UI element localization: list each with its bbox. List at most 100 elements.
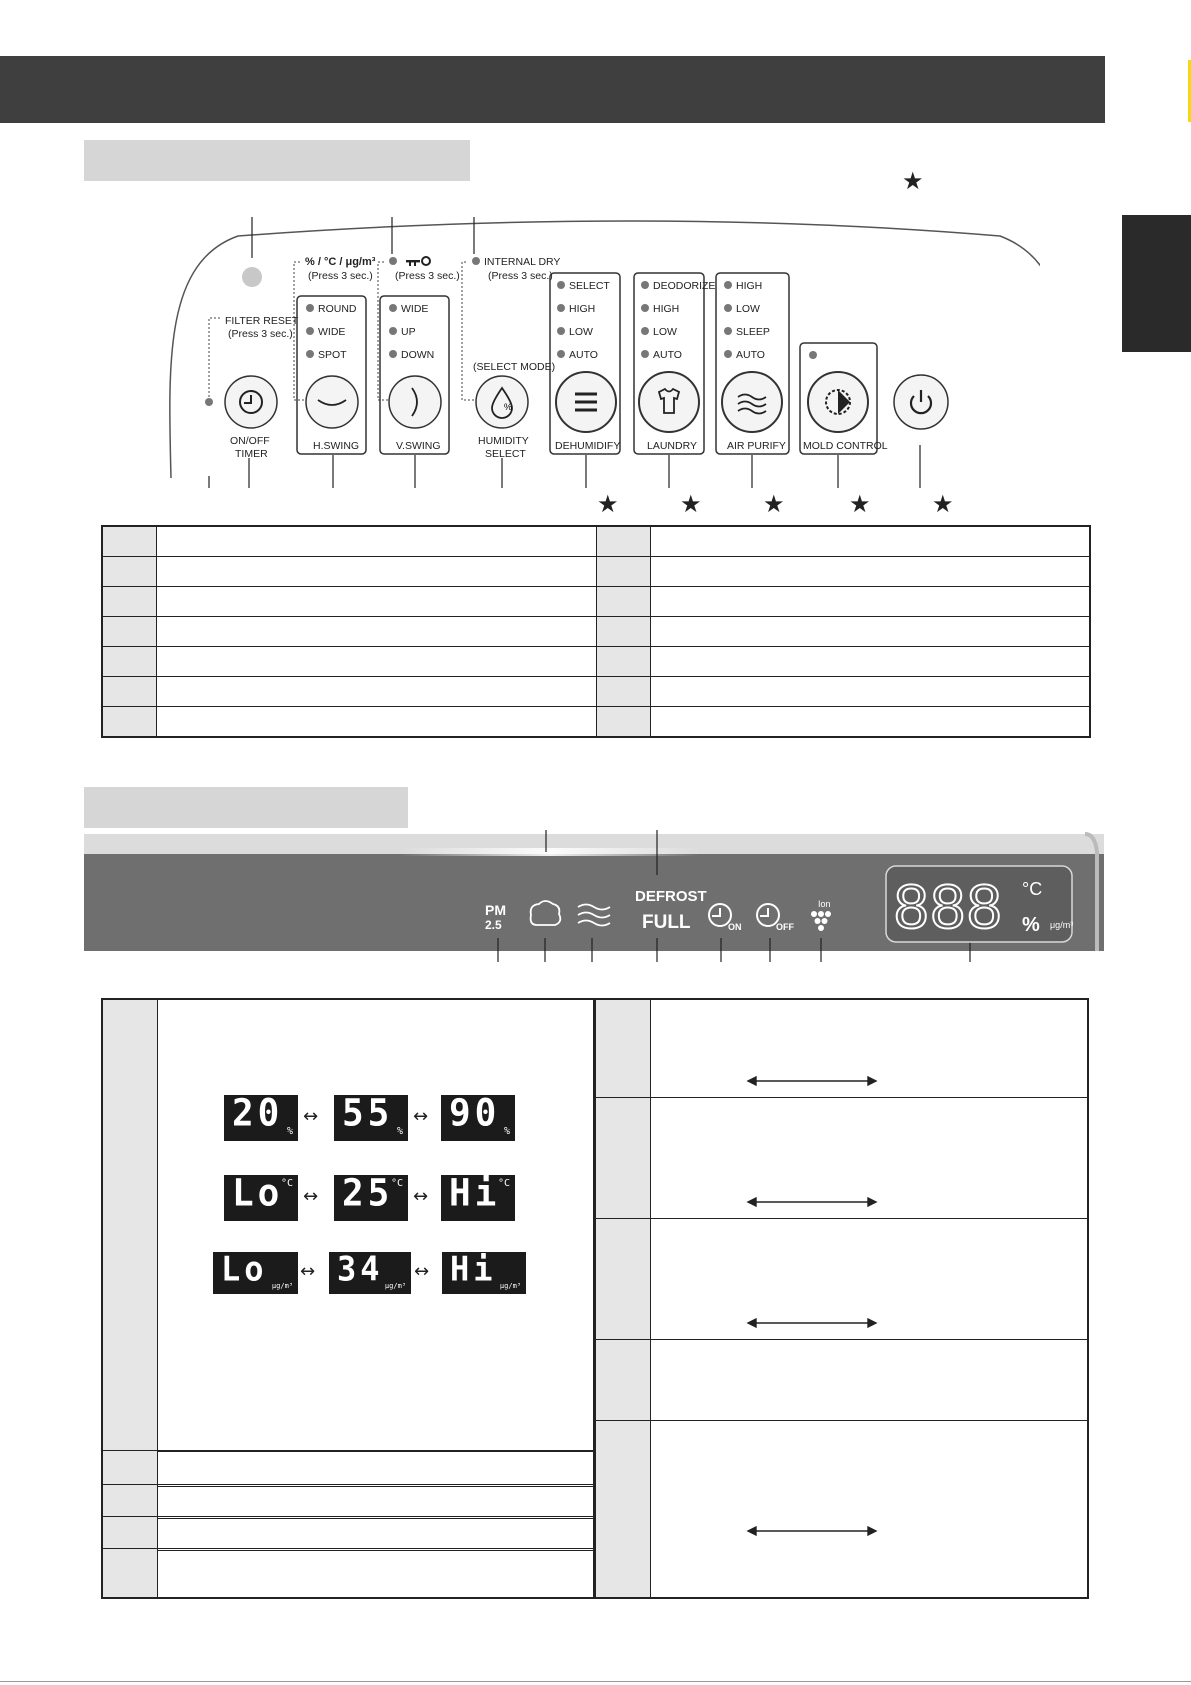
dehumidify-item-auto: AUTO	[569, 349, 598, 361]
pm-icon-bottom: 2.5	[485, 918, 502, 932]
air-purify-item-sleep: SLEEP	[736, 326, 770, 338]
vswing-button[interactable]	[388, 375, 442, 429]
side-tab	[1122, 215, 1191, 352]
star-icon-laundry: ★	[680, 491, 702, 518]
table-row	[101, 676, 1091, 707]
internal-dry-led	[472, 257, 480, 265]
vswing-item-up: UP	[401, 326, 416, 338]
laundry-item-deodorize: DEODORIZE	[653, 280, 715, 292]
star-icon-power: ★	[932, 491, 954, 518]
double-arrow-icon: ↔	[300, 1261, 316, 1282]
pm-icon-top: PM	[485, 902, 506, 918]
defrost-indicator: DEFROST	[635, 888, 707, 905]
feature-stars: ★ ★ ★ ★ ★	[597, 491, 954, 518]
hswing-button[interactable]	[305, 375, 359, 429]
filter-reset-label: FILTER RESET	[225, 315, 299, 327]
section-tab-display	[84, 787, 408, 828]
hswing-group	[296, 295, 367, 455]
star-icon-mold: ★	[849, 491, 871, 518]
controls-table	[101, 525, 1091, 738]
key-icon	[406, 256, 431, 266]
star-icon-air-purify: ★	[763, 491, 785, 518]
timer-label-1: ON/OFF	[230, 435, 270, 447]
callout-lines	[208, 217, 921, 488]
table-row	[101, 556, 1091, 587]
filter-reset-sub: (Press 3 sec.)	[228, 328, 293, 340]
power-icon	[909, 390, 933, 415]
light-bar	[400, 848, 700, 856]
star-icon: ★	[902, 168, 924, 195]
lcd-frame	[885, 865, 1073, 943]
air-purify-group	[715, 272, 790, 455]
mold-control-label: MOLD CONTROL	[803, 440, 888, 452]
units-sub: (Press 3 sec.)	[308, 270, 373, 282]
shirt-icon	[657, 387, 681, 414]
vswing-leds	[389, 304, 397, 358]
laundry-item-low: LOW	[653, 326, 677, 338]
dehumidify-item-high: HIGH	[569, 303, 595, 315]
display-table-left	[101, 998, 595, 1599]
table-row	[101, 646, 1091, 677]
section-tab-control-panel	[84, 140, 470, 181]
cloud-icon	[529, 900, 562, 926]
air-purify-item-auto: AUTO	[736, 349, 765, 361]
lcd-digits: 888	[894, 873, 1003, 942]
filter-indicator-lamp	[242, 267, 262, 287]
hswing-item-spot: SPOT	[318, 349, 347, 361]
ion-dots-icon	[811, 911, 831, 931]
clock-icon	[239, 390, 263, 414]
lcd-example-humidity-2: 55%	[334, 1092, 408, 1141]
display-top-strip	[84, 834, 1104, 854]
units-label: % / °C / μg/m³	[305, 256, 376, 268]
header-bar	[0, 56, 1105, 123]
filter-reset-led	[205, 398, 213, 406]
page-edge-mark	[1188, 60, 1191, 122]
air-purify-label: AIR PURIFY	[727, 440, 786, 452]
table-num-cell	[103, 1000, 158, 1451]
double-arrow-icon: ↔	[303, 1186, 319, 1207]
humidity-button[interactable]	[475, 375, 529, 429]
humidity-label-1: HUMIDITY	[478, 435, 529, 447]
dehumidify-item-low: LOW	[569, 326, 593, 338]
internal-dry-sub: (Press 3 sec.)	[488, 270, 553, 282]
timer-off-icon	[756, 903, 780, 927]
dehumidify-group	[549, 272, 621, 455]
vswing-item-down: DOWN	[401, 349, 434, 361]
humidity-label-2: SELECT	[485, 448, 526, 460]
menu-lines-icon	[575, 392, 597, 412]
lock-sub: (Press 3 sec.)	[395, 270, 460, 282]
laundry-leds	[641, 281, 649, 358]
timer-on-text: ON	[728, 922, 742, 932]
laundry-item-high: HIGH	[653, 303, 679, 315]
panel-outline	[169, 220, 1040, 479]
vswing-item-wide: WIDE	[401, 303, 428, 315]
air-purify-button[interactable]	[721, 371, 783, 433]
lcd-example-humidity-1: 20%	[224, 1092, 298, 1141]
right-column-arrows	[746, 1075, 878, 1537]
internal-dry-label: INTERNAL DRY	[484, 256, 560, 268]
lcd-unit-ugm3: μg/m³	[1050, 920, 1073, 930]
page-bottom-rule	[0, 1681, 1191, 1682]
timer-on-icon	[708, 903, 732, 927]
dotted-leaders	[208, 261, 475, 401]
lcd-example-temp-2: 25°C	[334, 1172, 408, 1221]
lcd-example-temp-1: Lo°C	[224, 1172, 298, 1221]
lock-led	[389, 257, 397, 265]
air-purify-leds	[724, 281, 732, 358]
laundry-group	[633, 272, 705, 455]
mold-control-led	[809, 351, 817, 359]
display-panel-diagram: PM 2.5 DEFROST FULL ON OFF Ion 888 °C % …	[84, 830, 1104, 962]
lcd-example-humidity-3: 90%	[441, 1092, 515, 1141]
ion-text: Ion	[818, 899, 831, 909]
vswing-group	[379, 295, 450, 455]
air-purify-item-low: LOW	[736, 303, 760, 315]
display-table-right	[594, 998, 1089, 1599]
mold-icon	[825, 389, 851, 415]
laundry-button[interactable]	[638, 371, 700, 433]
laundry-label: LAUNDRY	[647, 440, 697, 452]
timer-off-text: OFF	[776, 922, 794, 932]
vswing-arrow-icon	[411, 387, 418, 417]
